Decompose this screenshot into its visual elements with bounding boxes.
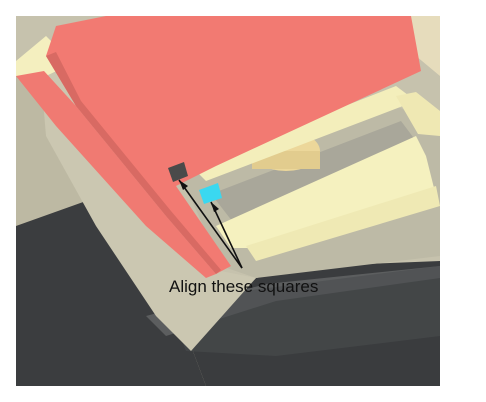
red-panel-edge xyxy=(46,52,221,274)
scene-render xyxy=(16,16,440,386)
floor-shadow xyxy=(166,266,440,356)
arrow-line-cyan xyxy=(210,201,243,269)
instruction-label: Align these squares xyxy=(169,277,319,296)
rail-front xyxy=(216,136,436,248)
red-panel xyxy=(46,16,421,274)
target-square-dark[interactable] xyxy=(168,162,188,182)
3d-viewport[interactable] xyxy=(16,16,440,386)
rail-lower xyxy=(246,186,440,261)
channel-interior xyxy=(211,121,416,226)
arrow-head-cyan xyxy=(211,202,219,212)
target-square-cyan[interactable] xyxy=(199,183,222,204)
red-panel-strip xyxy=(16,71,216,278)
arrow-head-dark xyxy=(179,180,188,190)
rail-end xyxy=(396,92,440,136)
rail-back xyxy=(191,86,416,181)
arrow-line-dark xyxy=(178,179,243,269)
floor-dark-left xyxy=(16,201,206,386)
